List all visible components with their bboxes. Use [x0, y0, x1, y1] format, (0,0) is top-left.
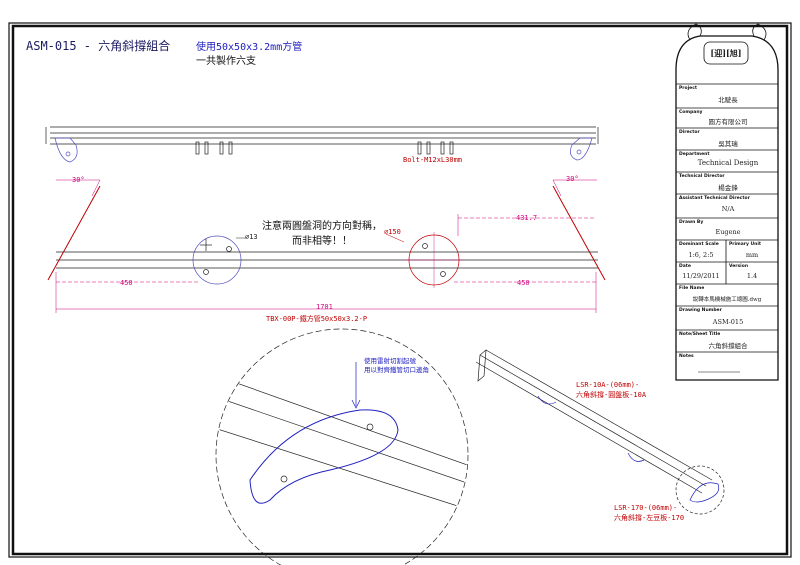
detail-note-line1: 使用雷射切割起號	[364, 357, 416, 365]
detail-view	[215, 328, 469, 565]
inner-border	[11, 24, 789, 556]
drawing-title: ASM-015 - 六角斜撐組合	[26, 39, 171, 53]
hole-small-dim: ⌀13	[245, 233, 258, 241]
project-label: Project	[679, 86, 698, 91]
dominant-scale-value: 1:6, 2:5	[688, 251, 714, 259]
orientation-note-line1: 注意兩圓盤洞的方向對稱，	[262, 221, 382, 232]
tech-director-value: 楊金鋒	[718, 184, 738, 192]
callout-lsr10a-line2: 六角斜撐-圓盤板-10A	[576, 391, 647, 399]
dominant-scale-label: Dominant Scale	[679, 242, 719, 247]
bolt-label: Bolt-M12xL30mm	[403, 156, 463, 164]
angle-right-dim: 30°	[566, 175, 579, 183]
date-label: Date	[679, 264, 691, 269]
callout-lsr170: LSR-170-(06mm)- 六角斜撐-左豆板-170	[614, 503, 684, 523]
asst-director-label: Assistant Technical Director	[679, 196, 750, 201]
director-label: Director	[679, 130, 700, 135]
tech-director-label: Technical Director	[679, 174, 725, 179]
overall-length-dim: 1701	[316, 303, 333, 311]
date-value: 11/29/2011	[682, 272, 720, 280]
angle-left-dim: 30°	[72, 176, 85, 184]
department-label: Department	[679, 152, 710, 157]
version-label: Version	[729, 264, 749, 269]
part-label: TBX-00P-鐵方管50x50x3.2-P	[266, 315, 368, 323]
project-value: 北駛長	[718, 96, 738, 104]
disc-dia-dim: ⌀150	[384, 228, 401, 236]
callout-lsr170-line2: 六角斜撐-左豆板-170	[614, 514, 685, 522]
offset-right-dim: 431.7	[516, 214, 538, 222]
callout-lsr10a-line1: LSR-10A-(06mm)-	[576, 381, 640, 389]
department-value: Technical Design	[697, 159, 759, 167]
primary-unit-value: mm	[745, 251, 759, 259]
drawing-number-value: ASM-015	[712, 318, 744, 326]
notes-label: Notes	[679, 354, 694, 359]
note-title-value: 六角斜撐組合	[708, 342, 748, 350]
callout-lsr10a: LSR-10A-(06mm)- 六角斜撐-圓盤板-10A	[576, 380, 646, 400]
detail-note-line2: 用以對齊鐵管切口邊角	[364, 366, 429, 374]
callout-lsr170-line1: LSR-170-(06mm)-	[614, 504, 678, 512]
len-left-dim: 450	[120, 279, 133, 287]
orientation-note: 注意兩圓盤洞的方向對稱， 而非相等！！	[262, 219, 382, 249]
primary-unit-label: Primary Unit	[729, 242, 762, 247]
company-logo: [迎][旭]	[710, 48, 742, 58]
file-name-label: File Name	[679, 286, 705, 291]
lower-tube-view	[47, 179, 606, 313]
isometric-view	[475, 349, 725, 515]
company-value: 圓方有限公司	[708, 118, 748, 126]
asst-director-value: N/A	[721, 205, 735, 213]
title-block	[675, 23, 779, 381]
version-value: 1.4	[746, 272, 758, 280]
outer-border	[8, 22, 792, 558]
drawn-by-label: Drawn By	[679, 220, 704, 225]
note-title-label: Note/Sheet Title	[679, 332, 721, 337]
orientation-note-line2: 而非相等！！	[292, 236, 352, 247]
file-name-value: 說轉本馬機械施工總圖.dwg	[692, 297, 762, 303]
len-right-dim: 450	[517, 279, 530, 287]
drawn-by-value: Eugene	[715, 228, 741, 236]
director-value: 吳其瑞	[718, 140, 738, 148]
detail-note: 使用雷射切割起號 用以對齊鐵管切口邊角	[364, 357, 429, 375]
drawing-number-label: Drawing Number	[679, 308, 722, 313]
company-label: Company	[679, 110, 703, 115]
material-spec: 使用50x50x3.2mm方管	[196, 42, 303, 53]
quantity-note: 一共製作六支	[196, 56, 256, 67]
upper-tube-view	[45, 126, 599, 163]
